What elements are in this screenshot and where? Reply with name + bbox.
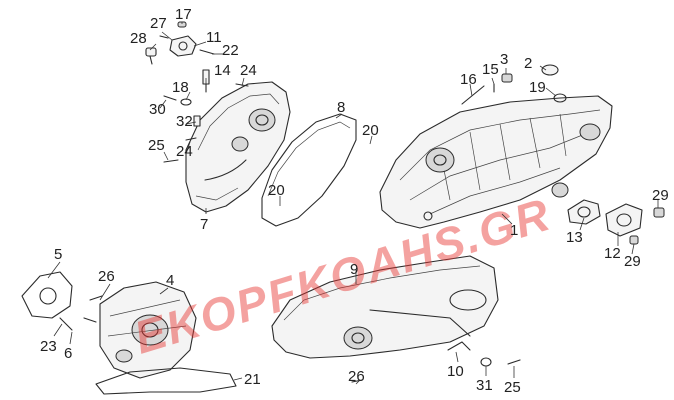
callout-label: 29 xyxy=(652,187,669,204)
callout-label: 30 xyxy=(149,101,166,118)
callout-label: 25 xyxy=(504,379,521,396)
callout-label: 20 xyxy=(362,122,379,139)
callout-label: 11 xyxy=(206,29,222,46)
callout-label: 14 xyxy=(214,62,231,79)
callout-label: 26 xyxy=(98,268,115,285)
part-small-hardware-right xyxy=(461,64,567,105)
callout-label: 3 xyxy=(500,51,508,68)
part-inner-cover xyxy=(185,81,291,213)
callout-label: 24 xyxy=(176,143,193,160)
callout-label: 28 xyxy=(130,30,147,47)
callout-label: 16 xyxy=(460,71,477,88)
part-housing-lower xyxy=(59,281,237,395)
callout-label: 27 xyxy=(150,15,167,32)
callout-labels: 27 17 28 11 22 14 24 18 30 32 24 25 7 8 … xyxy=(40,6,669,396)
callout-label: 23 xyxy=(40,338,57,355)
callout-label: 13 xyxy=(566,229,583,246)
part-gasket-small xyxy=(21,271,73,319)
part-crankcase xyxy=(379,95,613,229)
callout-label: 2 xyxy=(524,55,532,72)
callout-label: 31 xyxy=(476,377,493,394)
callout-label: 17 xyxy=(175,6,192,23)
part-flanges-right xyxy=(567,199,665,245)
part-outer-cover xyxy=(271,255,499,359)
callout-label: 9 xyxy=(350,261,358,278)
callout-label: 19 xyxy=(529,79,546,96)
callout-label: 20 xyxy=(268,182,285,199)
callout-label: 10 xyxy=(447,363,464,380)
callout-label: 4 xyxy=(166,272,174,289)
callout-label: 24 xyxy=(240,62,257,79)
callout-label: 26 xyxy=(348,368,365,385)
callout-label: 22 xyxy=(222,42,239,59)
part-gasket xyxy=(261,113,357,227)
callout-label: 1 xyxy=(510,222,518,239)
callout-label: 5 xyxy=(54,246,62,263)
callout-label: 29 xyxy=(624,253,641,270)
callout-label: 7 xyxy=(200,216,208,233)
callout-label: 21 xyxy=(244,371,261,388)
callout-label: 15 xyxy=(482,61,499,78)
leader-lines xyxy=(47,22,659,385)
callout-label: 8 xyxy=(337,99,345,116)
callout-label: 6 xyxy=(64,345,72,362)
callout-label: 25 xyxy=(148,137,165,154)
callout-label: 12 xyxy=(604,245,621,262)
callout-label: 18 xyxy=(172,79,189,96)
callout-label: 32 xyxy=(176,113,193,130)
